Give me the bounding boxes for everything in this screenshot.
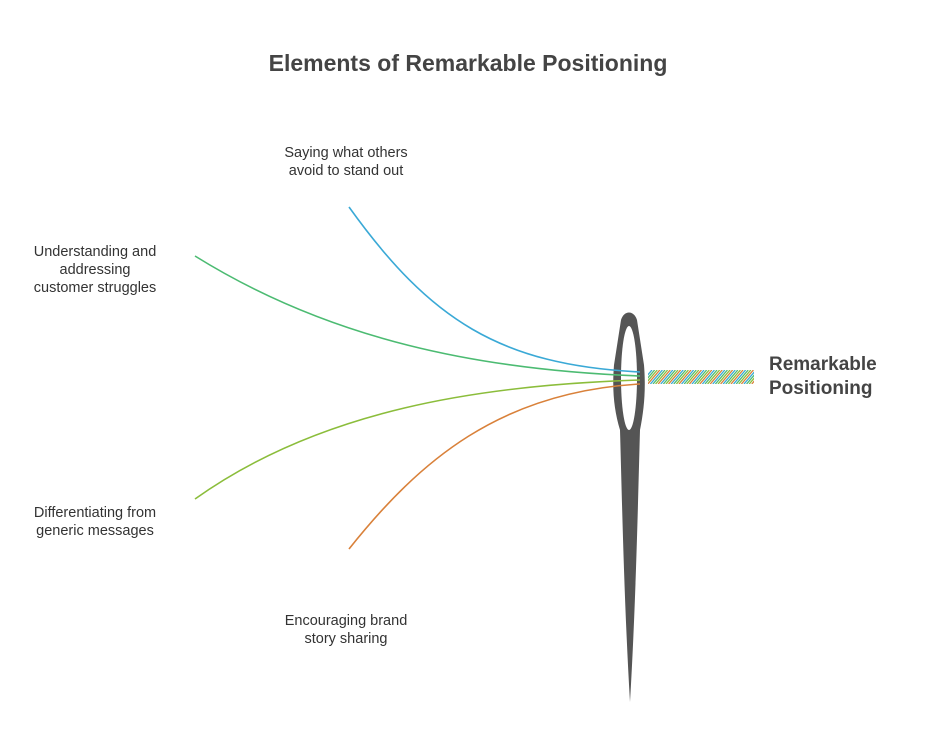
label-line: story sharing xyxy=(304,631,388,647)
diagram-title: Elements of Remarkable Positioning xyxy=(268,50,668,76)
yarn-stripe xyxy=(717,370,731,384)
yarn-stripe xyxy=(683,370,697,384)
result-label: Remarkable Positioning xyxy=(769,353,877,401)
yarn-stripe xyxy=(714,370,728,384)
yarn-stripe xyxy=(681,370,695,384)
yarn-stripe xyxy=(686,370,700,384)
yarn-stripe xyxy=(748,377,754,384)
thread-saying-what-others-avoid xyxy=(348,206,641,373)
needle-eye xyxy=(621,326,637,430)
result-line: Positioning xyxy=(769,378,873,399)
label-line: Understanding and xyxy=(33,244,157,260)
thread-understanding-customer-struggles xyxy=(194,255,641,377)
yarn-stripe xyxy=(648,370,661,384)
thread-label-encouraging-story-sharing: Encouraging brand story sharing xyxy=(266,612,426,648)
yarn-stripe xyxy=(730,370,744,384)
yarn-stripe xyxy=(701,370,715,384)
thread-differentiating-from-generic xyxy=(194,379,641,500)
yarn-stripe xyxy=(727,370,741,384)
yarn-stripe xyxy=(652,370,666,384)
yarn-stripe xyxy=(670,370,684,384)
yarn-stripe xyxy=(757,370,769,384)
result-line: Remarkable xyxy=(769,354,877,375)
yarn-stripe xyxy=(668,370,682,384)
yarn-stripe xyxy=(743,371,754,384)
yarn-stripe xyxy=(720,370,734,384)
label-line: Saying what others xyxy=(284,145,408,161)
yarn-stripe xyxy=(753,383,754,384)
yarn-stripe xyxy=(696,370,710,384)
yarn-stripe xyxy=(733,370,747,384)
yarn-stripe xyxy=(665,370,679,384)
yarn-stripe xyxy=(738,370,752,384)
yarn-stripe xyxy=(707,370,721,384)
label-line: avoid to stand out xyxy=(288,163,404,179)
label-line: Encouraging brand xyxy=(284,613,408,629)
yarn-stripe xyxy=(688,370,702,384)
yarn-stripe xyxy=(709,370,723,384)
yarn-stripe xyxy=(712,370,726,384)
yarn-stripe xyxy=(699,370,713,384)
thread-label-differentiating-from-generic: Differentiating from generic messages xyxy=(14,504,176,540)
thread-label-understanding-customer-struggles: Understanding and addressing customer st… xyxy=(14,243,176,297)
yarn-stripe xyxy=(649,370,663,384)
yarn-stripe xyxy=(662,370,676,384)
yarn-stripe xyxy=(722,370,736,384)
yarn-stripe xyxy=(704,370,718,384)
yarn-stripe xyxy=(673,370,687,384)
yarn-stripe xyxy=(675,370,689,384)
yarn-stripe xyxy=(657,370,671,384)
thread-label-saying-what-others-avoid: Saying what others avoid to stand out xyxy=(266,144,426,180)
label-line: Differentiating from xyxy=(33,505,157,521)
yarn-stripe xyxy=(648,370,656,379)
yarn-stripe xyxy=(751,380,754,384)
yarn-stripe xyxy=(660,370,674,384)
yarn-stripe xyxy=(725,370,739,384)
label-line: generic messages xyxy=(36,523,154,539)
yarn-stripe xyxy=(740,370,754,384)
braided-yarn xyxy=(648,370,769,384)
yarn-stripe xyxy=(648,370,653,376)
yarn-stripe xyxy=(678,370,692,384)
yarn-stripe xyxy=(694,370,708,384)
thread-encouraging-story-sharing xyxy=(348,383,641,550)
label-line: customer struggles xyxy=(33,280,157,296)
yarn-stripe xyxy=(735,370,749,384)
yarn-stripe xyxy=(655,370,669,384)
yarn-stripe xyxy=(746,374,754,384)
needle-icon xyxy=(613,312,645,702)
label-line: addressing xyxy=(59,262,131,278)
yarn-stripe xyxy=(691,370,705,384)
yarn-stripe xyxy=(648,370,658,382)
